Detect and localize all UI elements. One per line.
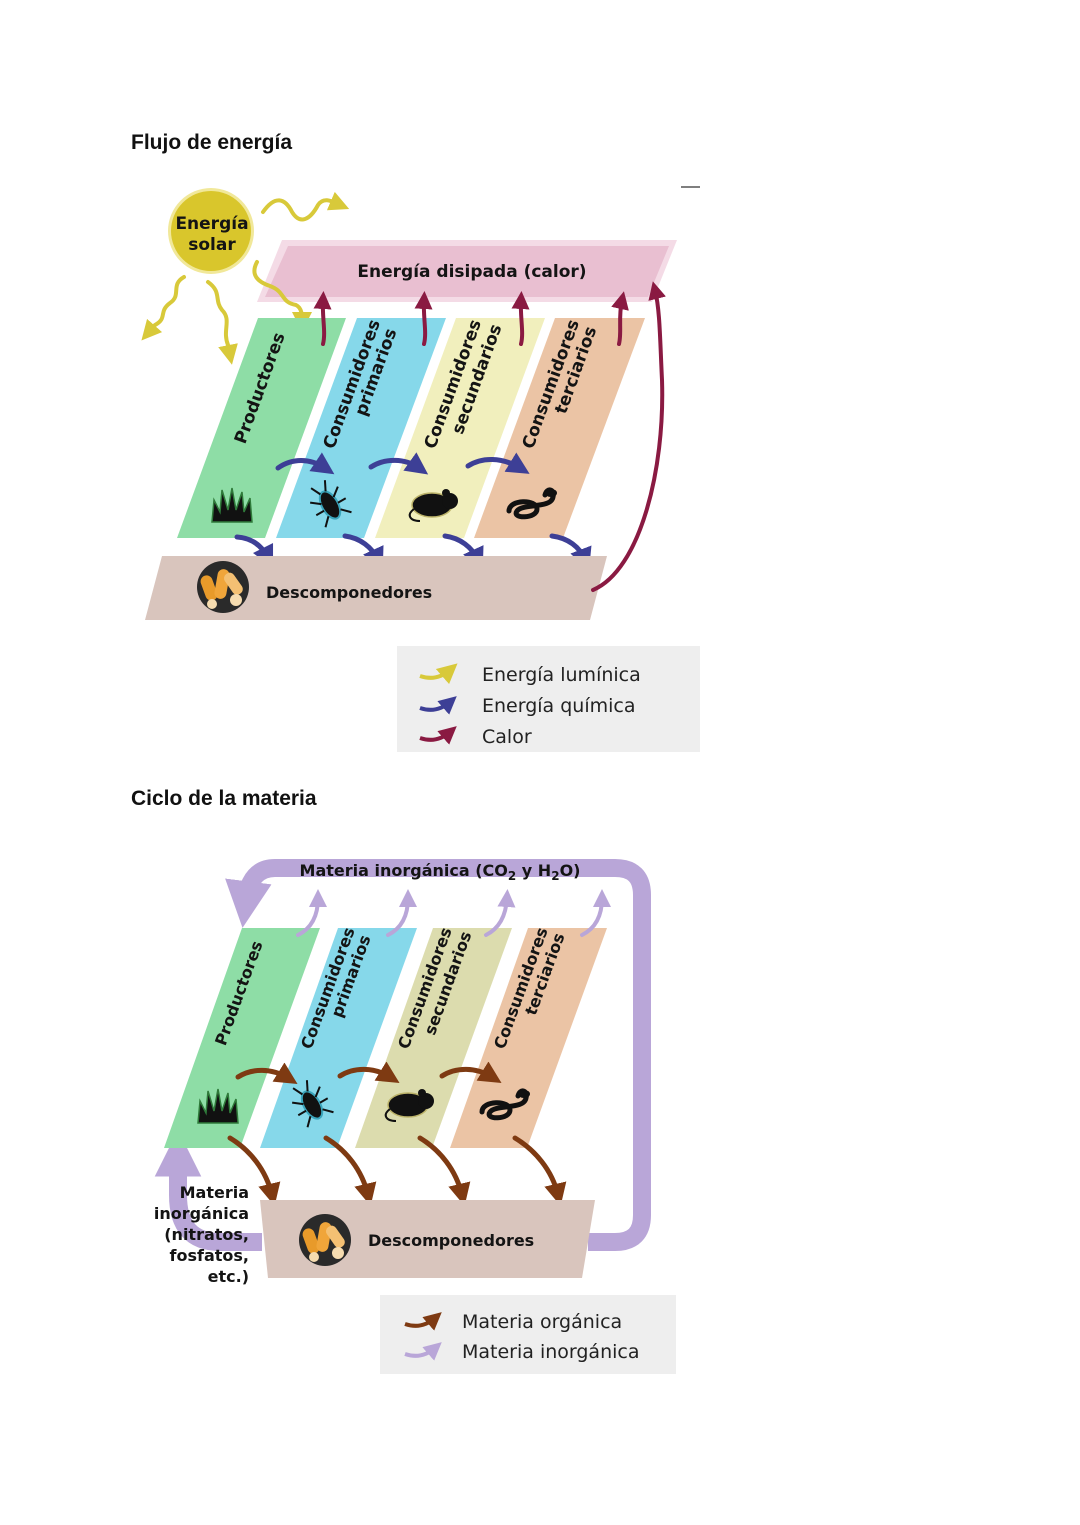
grass-icon	[211, 487, 253, 523]
heat-arrow	[511, 291, 530, 346]
light-ray-arrow	[261, 191, 350, 222]
light-ray-arrow	[252, 260, 312, 332]
chemical-arrow	[368, 452, 429, 475]
organic-arrow	[337, 1061, 400, 1083]
insect-icon	[292, 1080, 334, 1128]
level-producers: Productores	[164, 928, 320, 1148]
organic-arrow	[227, 1135, 281, 1206]
light-ray-arrow	[141, 275, 186, 341]
heat-arrow	[313, 291, 332, 346]
organic-arrow	[439, 1061, 502, 1083]
bacteria-icon	[299, 1214, 351, 1266]
light-rays	[141, 191, 350, 365]
decomposers-band-matter: Descomponedores	[260, 1200, 595, 1278]
legend-label-heat: Calor	[482, 726, 532, 748]
legend-item-organic: Materia orgánica	[404, 1311, 622, 1333]
organic-arrow	[235, 1062, 298, 1084]
side-label-line: etc.)	[208, 1267, 249, 1286]
sun-label-2: solar	[188, 235, 236, 255]
inorganic-arrow	[386, 889, 417, 937]
side-label-line: fosfatos,	[170, 1246, 249, 1265]
organic-arrow	[417, 1135, 471, 1206]
legend-label-chemical: Energía química	[482, 695, 636, 717]
side-label-line: (nitratos,	[164, 1225, 249, 1244]
dissipated-label: Energía disipada (calor)	[357, 262, 586, 282]
sun-icon: Energía solar	[168, 188, 254, 274]
snake-icon	[479, 1088, 530, 1121]
side-label-line: inorgánica	[154, 1204, 249, 1223]
decomposers-label-energy: Descomponedores	[266, 583, 432, 602]
decomposers-label-matter: Descomponedores	[368, 1231, 534, 1250]
legend-item-heat: Calor	[419, 726, 532, 748]
mouse-icon	[384, 1089, 434, 1122]
inorganic-cycle-loop: Materia inorgánica (CO2 y H2O)	[154, 859, 651, 1251]
legend-swatch-organic	[404, 1312, 442, 1331]
legend-swatch-light	[419, 663, 458, 685]
legend-label-organic: Materia orgánica	[462, 1311, 622, 1333]
legend-label-light: Energía lumínica	[482, 664, 641, 686]
heat-arrow	[611, 291, 629, 346]
snake-icon	[506, 487, 557, 520]
energy-legend: Energía lumínica Energía química Calor	[397, 646, 700, 752]
organic-arrow	[512, 1135, 567, 1206]
inorganic-arrow	[580, 889, 611, 937]
chemical-arrow	[234, 534, 274, 569]
legend-swatch-chemical	[419, 696, 457, 715]
section-title-matter: Ciclo de la materia	[131, 787, 317, 810]
legend-item-light: Energía lumínica	[419, 663, 641, 686]
energy-trophic-levels: Productores Consumidores primarios Consu…	[177, 317, 645, 538]
heat-arrow-decomposers	[591, 281, 666, 592]
side-label-line: Materia	[180, 1183, 249, 1202]
legend-item-chemical: Energía química	[419, 695, 636, 717]
level-secondary-consumers: Consumidores secundarios	[375, 317, 545, 538]
heat-arrows	[313, 281, 666, 592]
sun-label-1: Energía	[175, 214, 248, 234]
dissipated-energy-band: Energía disipada (calor)	[257, 240, 677, 302]
inorganic-arrow	[484, 889, 516, 937]
legend-swatch-inorganic	[404, 1342, 442, 1361]
inorganic-release-arrows	[296, 889, 611, 937]
level-tertiary-consumers: Consumidores terciarios	[474, 317, 645, 538]
inorganic-side-label: Materia inorgánica (nitratos, fosfatos, …	[154, 1183, 249, 1286]
inorganic-arrow	[296, 889, 327, 937]
chemical-arrow	[465, 452, 530, 474]
mouse-icon	[408, 489, 458, 522]
matter-trophic-levels: Productores Consumidores primarios Consu…	[164, 925, 607, 1148]
chemical-arrow	[275, 452, 335, 475]
light-ray-arrow	[206, 280, 238, 365]
bacteria-icon	[197, 561, 249, 613]
section-title-energy: Flujo de energía	[131, 131, 293, 154]
decomposers-band-energy: Descomponedores	[145, 556, 607, 620]
matter-legend: Materia orgánica Materia inorgánica	[380, 1295, 676, 1374]
organic-matter-arrows	[227, 1061, 567, 1206]
grass-icon	[197, 1088, 239, 1124]
heat-arrow	[414, 291, 433, 346]
inorganic-top-label: Materia inorgánica (CO2 y H2O)	[300, 861, 581, 883]
insect-icon	[310, 480, 352, 528]
legend-swatch-heat	[419, 726, 457, 745]
legend-label-inorganic: Materia inorgánica	[462, 1341, 640, 1363]
inorganic-return-arrow	[154, 1129, 262, 1251]
organic-arrow	[323, 1135, 377, 1206]
legend-item-inorganic: Materia inorgánica	[404, 1341, 640, 1363]
